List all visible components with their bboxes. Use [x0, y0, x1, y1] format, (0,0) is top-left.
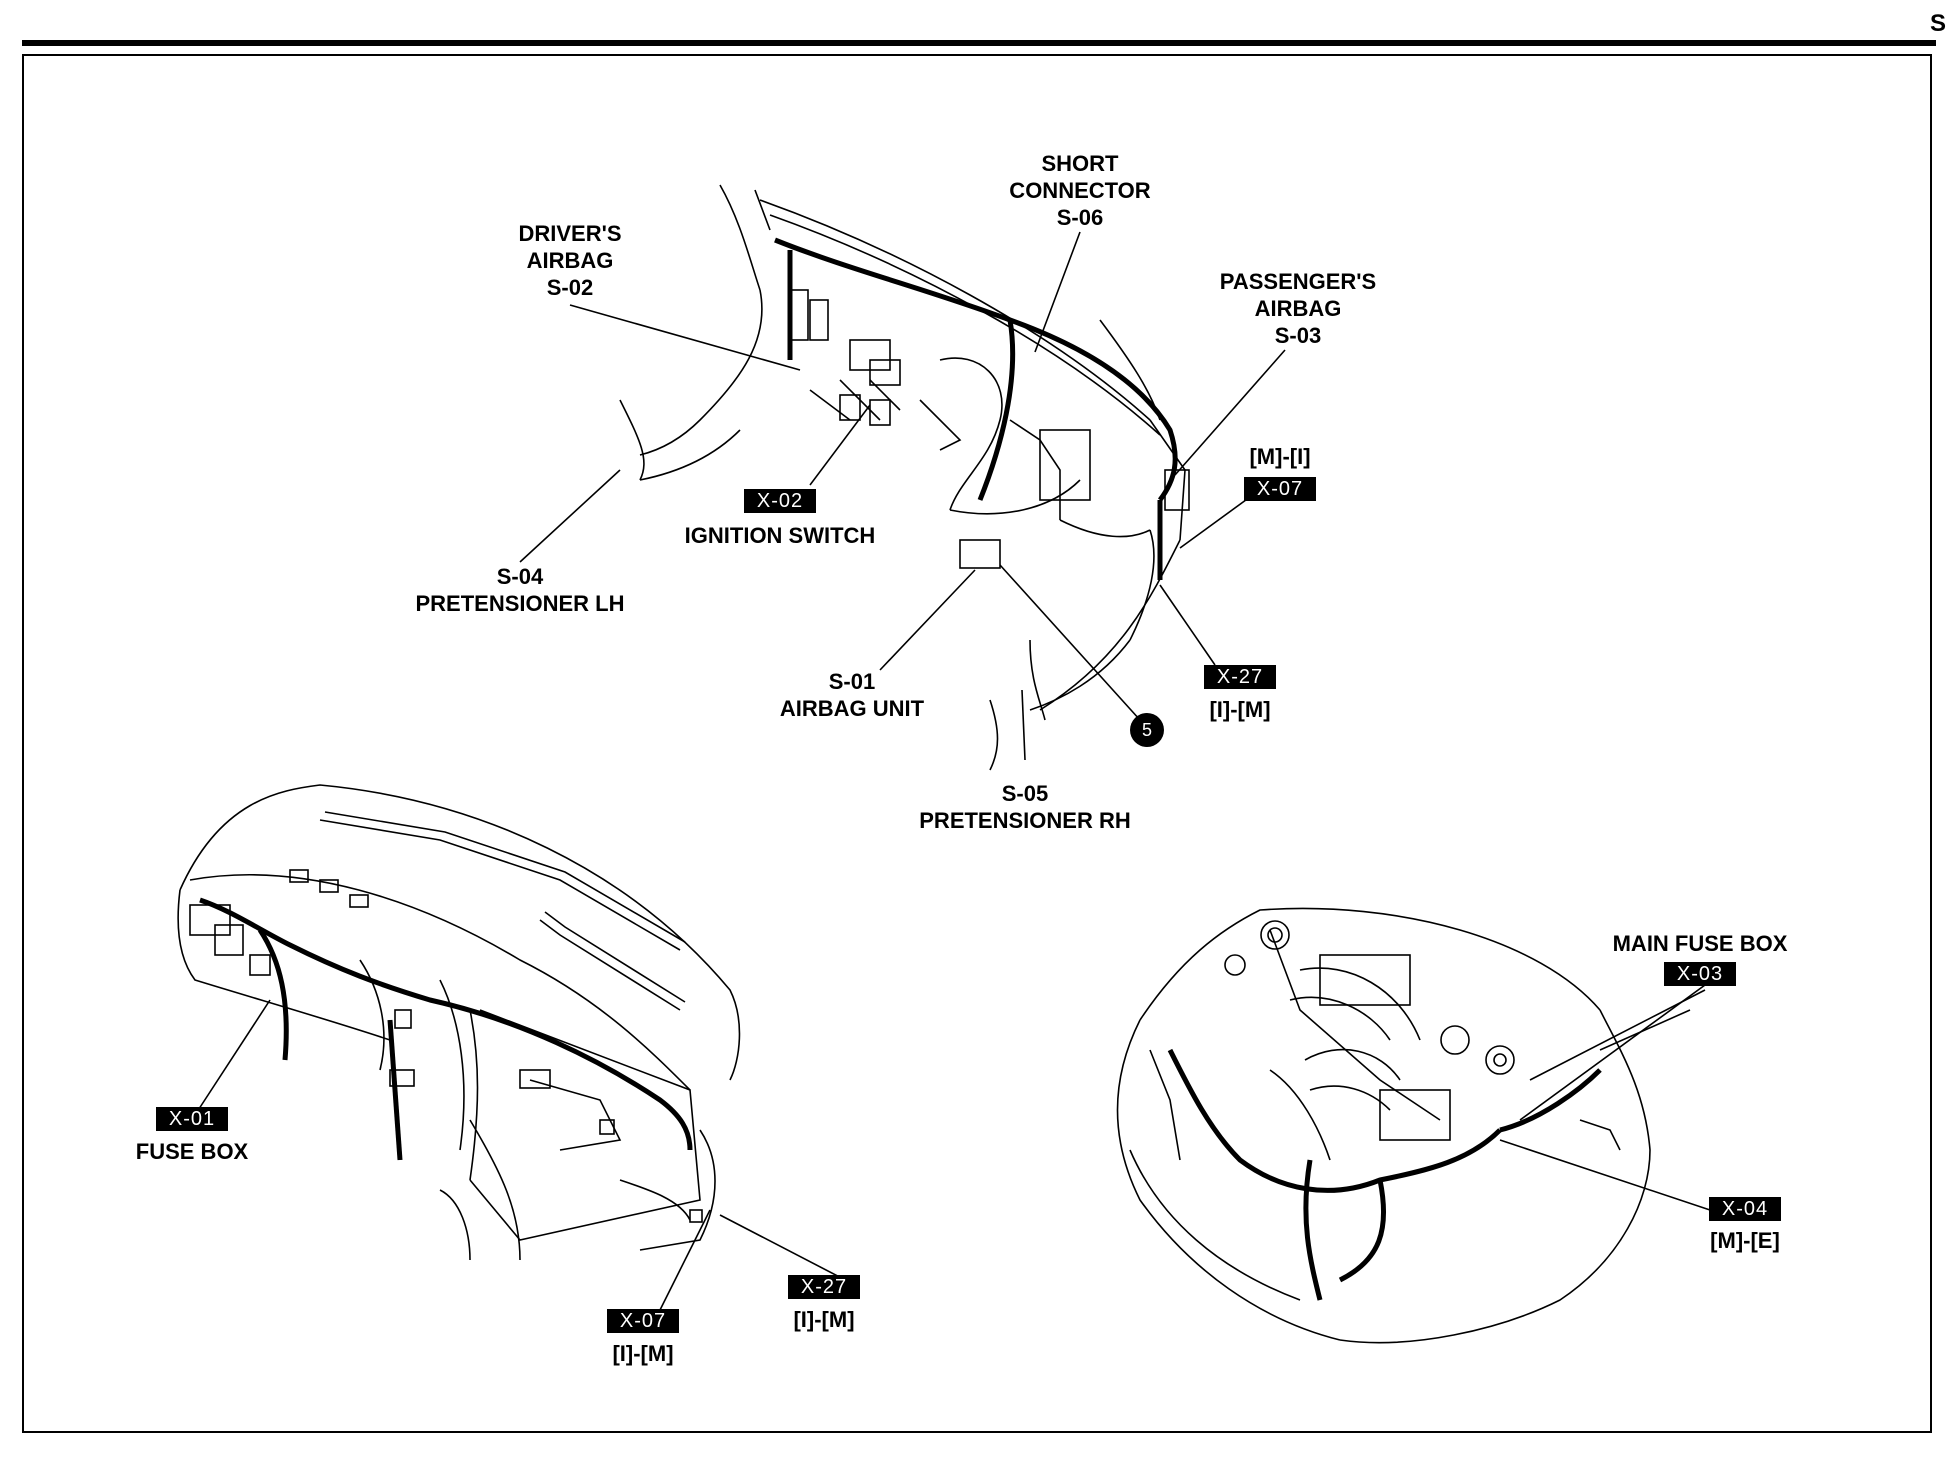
pretensioner-lh-text: PRETENSIONER LH — [415, 591, 625, 616]
ground-point-badge: 5 — [1130, 713, 1164, 747]
bottom-right-leader-lines — [1499, 984, 1711, 1211]
x04-code: X-04 — [1709, 1197, 1781, 1221]
x04-bracket: [M]-[E] — [1710, 1228, 1780, 1253]
pretensioner-rh-label: S-05 PRETENSIONER RH — [919, 780, 1130, 834]
page-letter: S — [1929, 10, 1946, 37]
drivers-airbag-line2: AIRBAG — [526, 248, 614, 273]
x07-bottom-code: X-07 — [607, 1309, 679, 1333]
x01-code: X-01 — [156, 1107, 228, 1131]
x27-top-bracket: [I]-[M] — [1209, 697, 1271, 722]
x03-code: X-03 — [1664, 962, 1736, 986]
x07-bottom-bracket: [I]-[M] — [612, 1341, 674, 1366]
airbag-unit-code: S-01 — [828, 669, 876, 694]
top-leader-lines — [519, 231, 1286, 761]
x07-top-code: X-07 — [1244, 477, 1316, 501]
x27-top-code: X-27 — [1204, 665, 1276, 689]
fuse-box-label: FUSE BOX — [135, 1139, 249, 1164]
bottom-left-leader-lines — [194, 999, 856, 1321]
drivers-airbag-label: DRIVER'S AIRBAG S-02 — [518, 220, 621, 301]
main-fuse-box-label: MAIN FUSE BOX — [1612, 931, 1788, 956]
pretensioner-rh-code: S-05 — [1001, 781, 1049, 806]
bottom-right-engine-drawing — [1116, 907, 1691, 1344]
airbag-unit-text: AIRBAG UNIT — [779, 696, 925, 721]
short-connector-line2: CONNECTOR — [1009, 178, 1151, 203]
top-dashboard-drawing — [619, 184, 1190, 771]
short-connector-label: SHORT CONNECTOR S-06 — [1009, 150, 1150, 231]
bottom-left-harness — [199, 897, 693, 1161]
passengers-airbag-code: S-03 — [1274, 323, 1322, 348]
passengers-airbag-line1: PASSENGER'S — [1219, 269, 1377, 294]
passengers-airbag-label: PASSENGER'S AIRBAG S-03 — [1220, 268, 1376, 349]
pretensioner-lh-code: S-04 — [496, 564, 544, 589]
top-harness-main — [774, 237, 1178, 580]
bottom-right-harness — [1167, 1048, 1602, 1301]
x27-bottom-code: X-27 — [788, 1275, 860, 1299]
airbag-unit-label: S-01 AIRBAG UNIT — [780, 668, 924, 722]
drivers-airbag-line1: DRIVER'S — [518, 221, 622, 246]
bottom-left-dashboard-drawing — [177, 784, 741, 1261]
x27-bottom-bracket: [I]-[M] — [793, 1307, 855, 1332]
pretensioner-lh-label: S-04 PRETENSIONER LH — [415, 563, 624, 617]
drivers-airbag-code: S-02 — [546, 275, 594, 300]
x02-code: X-02 — [744, 489, 816, 513]
header-rule — [22, 40, 1936, 46]
short-connector-line1: SHORT — [1041, 151, 1119, 176]
diagram-frame — [22, 54, 1932, 1433]
pretensioner-rh-text: PRETENSIONER RH — [919, 808, 1131, 833]
ignition-switch-label: IGNITION SWITCH — [684, 523, 876, 548]
x07-top-bracket: [M]-[I] — [1249, 444, 1311, 469]
passengers-airbag-line2: AIRBAG — [1254, 296, 1342, 321]
short-connector-code: S-06 — [1056, 205, 1104, 230]
